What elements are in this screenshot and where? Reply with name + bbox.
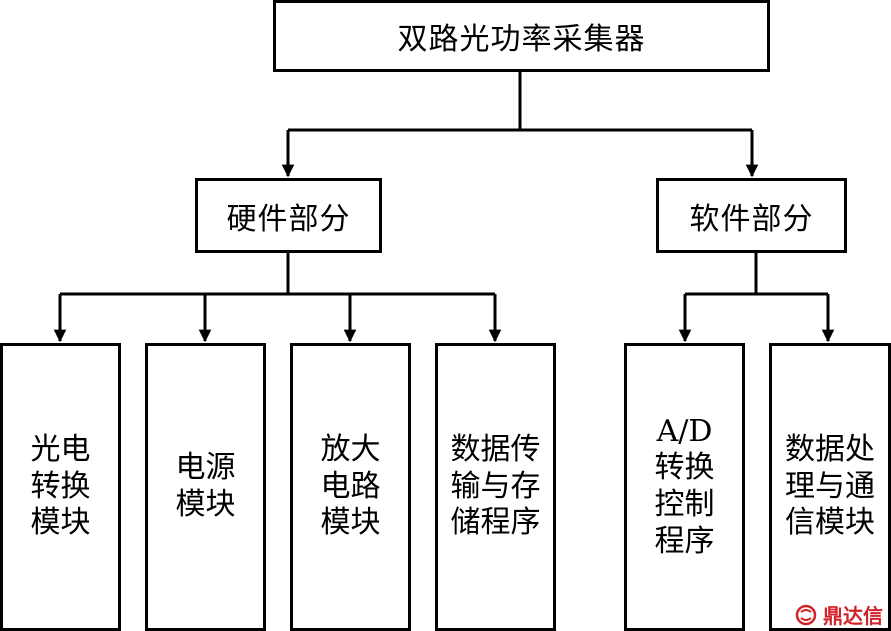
module-line: 模块 xyxy=(320,505,381,541)
root-node: 双路光功率采集器 xyxy=(273,0,770,72)
module-line: A/D xyxy=(656,413,713,449)
module-line: 输与存 xyxy=(450,468,541,504)
module-line: 模块 xyxy=(30,505,91,541)
module-line: 数据处 xyxy=(785,432,875,468)
module-line: 数据传 xyxy=(450,432,541,468)
sw-module-ad-control: A/D 转换 控制 程序 xyxy=(624,343,745,631)
root-label: 双路光功率采集器 xyxy=(397,22,646,57)
module-line: 储程序 xyxy=(450,505,541,541)
module-line: 控制 xyxy=(654,487,715,522)
module-line: 转换 xyxy=(30,468,91,504)
module-line: 电路 xyxy=(320,468,381,504)
module-line: 放大 xyxy=(320,432,381,468)
module-line: 光电 xyxy=(30,432,91,468)
hardware-label: 硬件部分 xyxy=(226,201,351,237)
module-line: 程序 xyxy=(654,523,715,559)
software-label: 软件部分 xyxy=(689,201,814,237)
module-line: 电源 xyxy=(175,450,236,486)
watermark: 鼎达信 xyxy=(795,600,883,629)
hw-module-amplifier: 放大 电路 模块 xyxy=(290,343,411,631)
module-line: 理与通 xyxy=(785,468,875,504)
watermark-text: 鼎达信 xyxy=(823,604,883,628)
watermark-logo-icon xyxy=(795,604,817,625)
sw-module-data-comm: 数据处 理与通 信模块 xyxy=(769,343,891,631)
hw-module-power: 电源 模块 xyxy=(145,343,266,631)
hardware-node: 硬件部分 xyxy=(195,178,382,253)
hw-module-data-storage: 数据传 输与存 储程序 xyxy=(435,343,556,631)
module-line: 模块 xyxy=(175,487,236,522)
software-node: 软件部分 xyxy=(656,178,847,253)
module-line: 转换 xyxy=(654,450,715,486)
hw-module-photoelectric: 光电 转换 模块 xyxy=(0,343,121,631)
module-line: 信模块 xyxy=(785,505,875,541)
